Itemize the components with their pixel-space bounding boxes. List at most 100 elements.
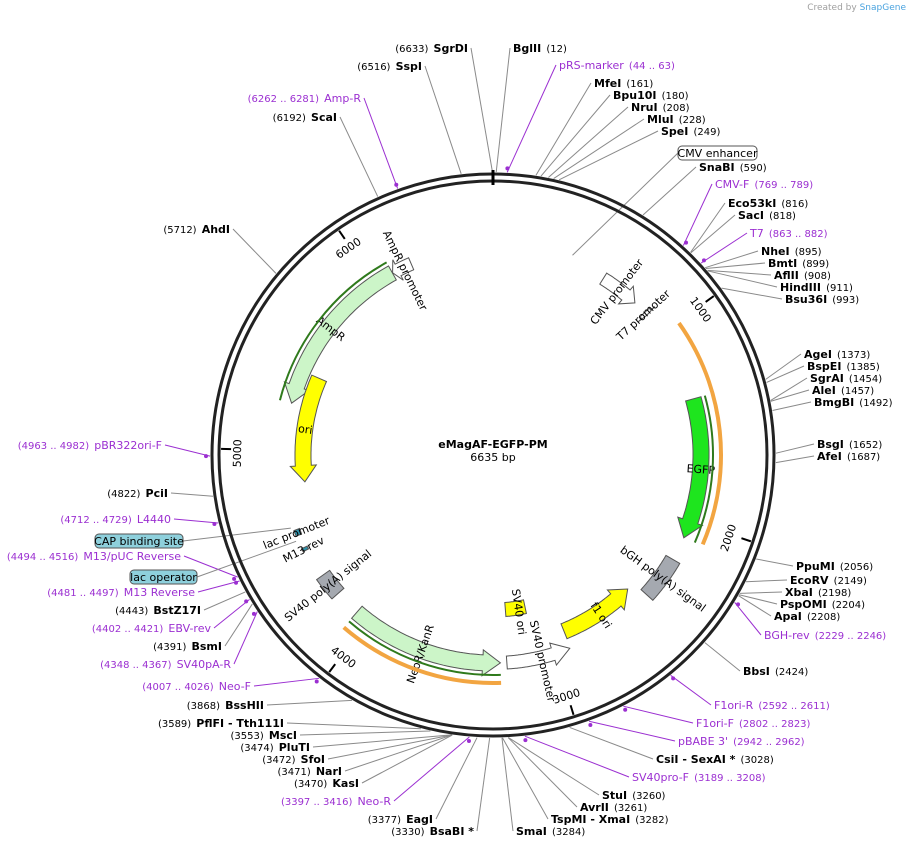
leader-37 bbox=[738, 594, 778, 605]
site-label-bsu36i: Bsu36I (993) bbox=[785, 288, 859, 307]
site-position: (4391) bbox=[153, 642, 186, 653]
site-position: (1687) bbox=[847, 452, 880, 463]
site-position: (4443) bbox=[115, 606, 148, 617]
site-position: (3474) bbox=[240, 743, 273, 754]
leader-40 bbox=[213, 598, 250, 629]
leader-53 bbox=[569, 726, 654, 760]
tick-3000 bbox=[569, 704, 575, 716]
site-name: AfeI bbox=[817, 450, 842, 463]
site-label-pflfi-tth111i: (3589) PflFI - Tth111I bbox=[158, 712, 284, 731]
site-position: (993) bbox=[832, 295, 859, 306]
site-name: BGH-rev bbox=[764, 629, 810, 642]
site-name: BsmI bbox=[192, 640, 223, 653]
leader-33 bbox=[756, 558, 794, 567]
box-label-cmv-enhancer: CMV enhancer bbox=[678, 147, 758, 160]
site-position: (6633) bbox=[395, 44, 428, 55]
site-position: (1492) bbox=[859, 398, 892, 409]
leader-52 bbox=[312, 734, 452, 748]
primer-mark-15 bbox=[701, 258, 706, 263]
site-label-prs-marker: pRS-marker (44 .. 63) bbox=[559, 54, 675, 73]
site-label-eco53ki: Eco53kI (816) bbox=[728, 192, 808, 211]
site-position: (4402 .. 4421) bbox=[92, 624, 164, 635]
site-label-f1ori-r: F1ori-R (2592 .. 2611) bbox=[714, 694, 830, 713]
site-position: (44 .. 63) bbox=[629, 61, 675, 72]
leader-41 bbox=[734, 602, 762, 636]
site-position: (4007 .. 4026) bbox=[142, 682, 214, 693]
leader-5 bbox=[540, 94, 611, 177]
leader-9 bbox=[363, 97, 399, 189]
leader-50 bbox=[299, 730, 431, 736]
box-leader-1 bbox=[182, 527, 291, 542]
site-position: (2204) bbox=[832, 600, 865, 611]
site-name: ApaI bbox=[774, 610, 802, 623]
site-position: (908) bbox=[804, 271, 831, 282]
site-position: (2149) bbox=[834, 576, 867, 587]
primer-mark-36 bbox=[234, 580, 239, 585]
site-position: (3028) bbox=[740, 755, 773, 766]
leader-59 bbox=[393, 736, 470, 802]
site-position: (249) bbox=[693, 127, 720, 138]
site-name: M13/pUC Reverse bbox=[83, 550, 181, 563]
feature-t7-promoter bbox=[637, 306, 656, 323]
leader-42 bbox=[224, 603, 253, 647]
site-label-sv40pa-r: (4348 .. 4367) SV40pA-R bbox=[100, 653, 231, 672]
leader-20 bbox=[707, 270, 778, 288]
site-name: SV40pA-R bbox=[177, 658, 232, 671]
feature-lac-promoter bbox=[293, 527, 303, 537]
site-label-sspi: (6516) SspI bbox=[357, 55, 422, 74]
site-name: M13 Reverse bbox=[124, 586, 195, 599]
site-position: (4494 .. 4516) bbox=[7, 552, 79, 563]
site-name: SfoI bbox=[301, 753, 325, 766]
leader-27 bbox=[775, 443, 815, 454]
site-label-bmgbi: BmgBI (1492) bbox=[814, 391, 893, 410]
leader-57 bbox=[361, 734, 453, 784]
leader-49 bbox=[623, 705, 694, 724]
site-name: EBV-rev bbox=[168, 622, 211, 635]
site-name: BstZ17I bbox=[153, 604, 201, 617]
site-label-csii-sexai: CsiI - SexAI * (3028) bbox=[656, 748, 774, 767]
site-label-pluti: (3474) PluTI bbox=[240, 736, 310, 755]
site-position: (6262 .. 6281) bbox=[248, 94, 320, 105]
site-position: (3470) bbox=[294, 779, 327, 790]
site-name: BglII bbox=[513, 42, 541, 55]
site-position: (208) bbox=[663, 103, 690, 114]
feature-ampr bbox=[283, 265, 397, 405]
primer-mark-3 bbox=[505, 166, 510, 171]
site-label-spei: SpeI (249) bbox=[661, 120, 720, 139]
site-position: (2198) bbox=[818, 588, 851, 599]
site-label-eagi: (3377) EagI bbox=[368, 808, 433, 827]
site-name: MscI bbox=[269, 729, 297, 742]
site-name: pBR322ori-F bbox=[94, 439, 162, 452]
overlay-track-4 bbox=[342, 625, 502, 685]
primer-mark-43 bbox=[251, 611, 256, 616]
site-label-m13-puc-reverse: (4494 .. 4516) M13/pUC Reverse bbox=[7, 545, 181, 564]
feature-ampr-promoter bbox=[392, 257, 415, 281]
site-position: (899) bbox=[802, 259, 829, 270]
primer-mark-41 bbox=[736, 602, 741, 607]
overlay-track-3 bbox=[677, 321, 723, 546]
site-label-m13-reverse: (4481 .. 4497) M13 Reverse bbox=[47, 581, 195, 600]
feature-bgh-poly-a-signal bbox=[640, 554, 681, 601]
overlay-track-1 bbox=[693, 395, 714, 543]
feature-sv40-poly-a-signal bbox=[315, 569, 345, 600]
site-position: (1373) bbox=[837, 350, 870, 361]
leader-36 bbox=[197, 580, 240, 593]
site-position: (2424) bbox=[775, 667, 808, 678]
box-leader-2 bbox=[196, 540, 297, 578]
leader-3 bbox=[506, 64, 557, 173]
site-position: (3553) bbox=[231, 731, 264, 742]
site-label-nrui: NruI (208) bbox=[631, 96, 690, 115]
site-name: SacI bbox=[738, 209, 764, 222]
site-position: (2802 .. 2823) bbox=[739, 719, 811, 730]
box-lac-operator bbox=[129, 569, 198, 585]
leader-30 bbox=[170, 492, 214, 497]
leader-46 bbox=[266, 699, 353, 706]
site-position: (3260) bbox=[632, 791, 665, 802]
tick-4000 bbox=[328, 663, 337, 673]
site-label-sv40pro-f: SV40pro-F (3189 .. 3208) bbox=[632, 766, 766, 785]
site-position: (2942 .. 2962) bbox=[733, 737, 805, 748]
site-label-smai: SmaI (3284) bbox=[516, 820, 585, 839]
feature-ori bbox=[289, 374, 328, 483]
site-label-ebv-rev: (4402 .. 4421) EBV-rev bbox=[92, 617, 212, 636]
site-name: BsaBI * bbox=[430, 825, 475, 838]
